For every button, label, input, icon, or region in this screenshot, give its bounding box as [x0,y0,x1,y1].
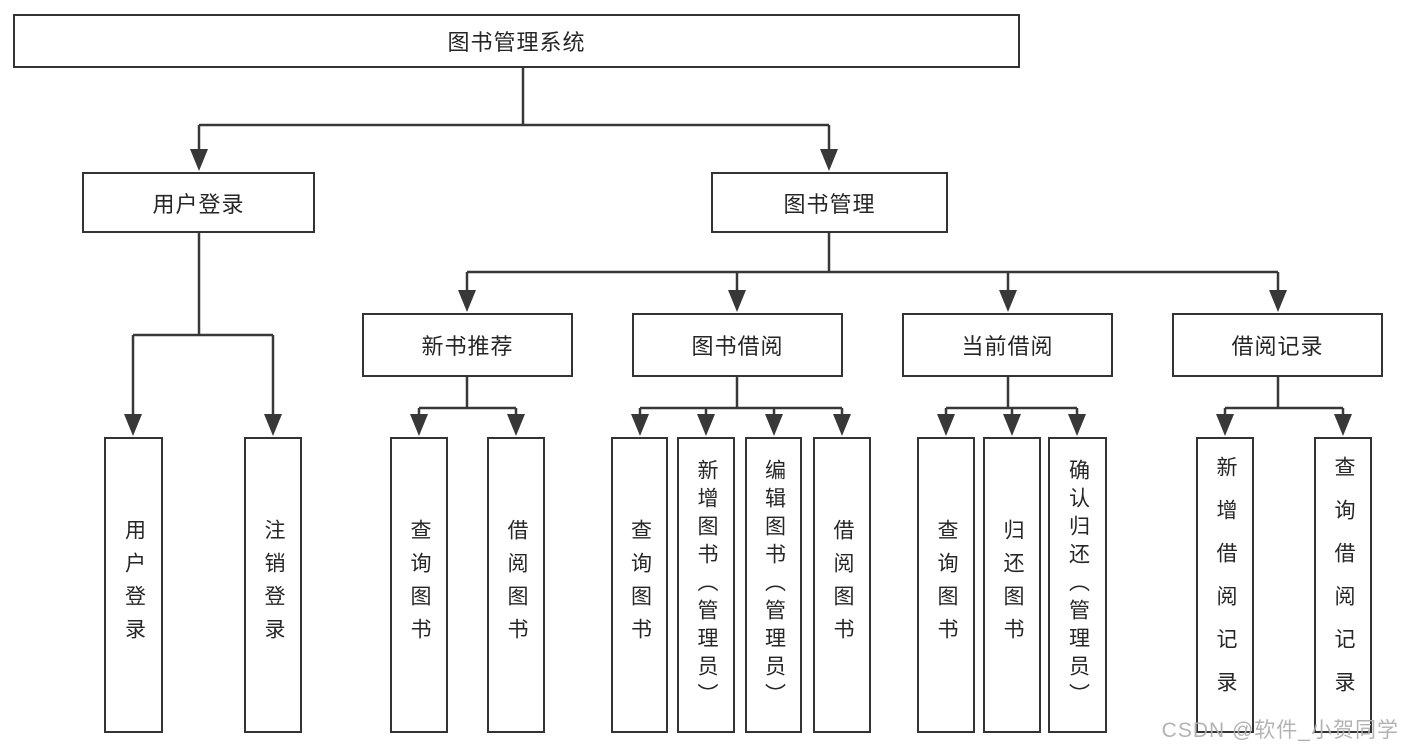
connector-root [197,68,831,152]
node-logout: 注销登录 [244,437,302,733]
node-user-login: 用户登录 [82,172,315,233]
node-current-query-books: 查询图书 [917,437,975,733]
node-book-borrow: 图书借阅 [632,313,843,377]
connector-new-book-recommend [417,377,518,416]
connector-current-borrow [944,377,1079,416]
node-current-borrow: 当前借阅 [902,313,1113,377]
node-query-borrow-record: 查询借阅记录 [1314,437,1372,733]
node-edit-book-admin: 编辑图书（管理员） [745,437,802,733]
csdn-watermark: CSDN @软件_小贺同学 [1161,719,1399,742]
node-confirm-return-admin: 确认归还（管理员） [1048,437,1107,733]
node-book-management: 图书管理 [711,172,948,233]
node-borrow-records: 借阅记录 [1172,313,1383,377]
node-add-borrow-record: 新增借阅记录 [1196,437,1254,733]
node-recommend-query-books: 查询图书 [390,437,448,733]
connector-book-management [465,233,1280,292]
node-recommend-borrow-books: 借阅图书 [487,437,545,733]
arrowheads [124,149,1352,436]
node-borrow-books: 借阅图书 [813,437,871,733]
node-system-root: 图书管理系统 [13,14,1020,68]
connector-borrow-records [1223,377,1345,416]
node-login: 用户登录 [104,437,163,733]
connector-book-borrow [638,377,844,416]
node-add-book-admin: 新增图书（管理员） [677,437,735,733]
connector-user-login [131,233,275,416]
node-return-book: 归还图书 [983,437,1041,733]
node-borrow-query-books: 查询图书 [611,437,668,733]
node-new-book-recommend: 新书推荐 [362,313,573,377]
